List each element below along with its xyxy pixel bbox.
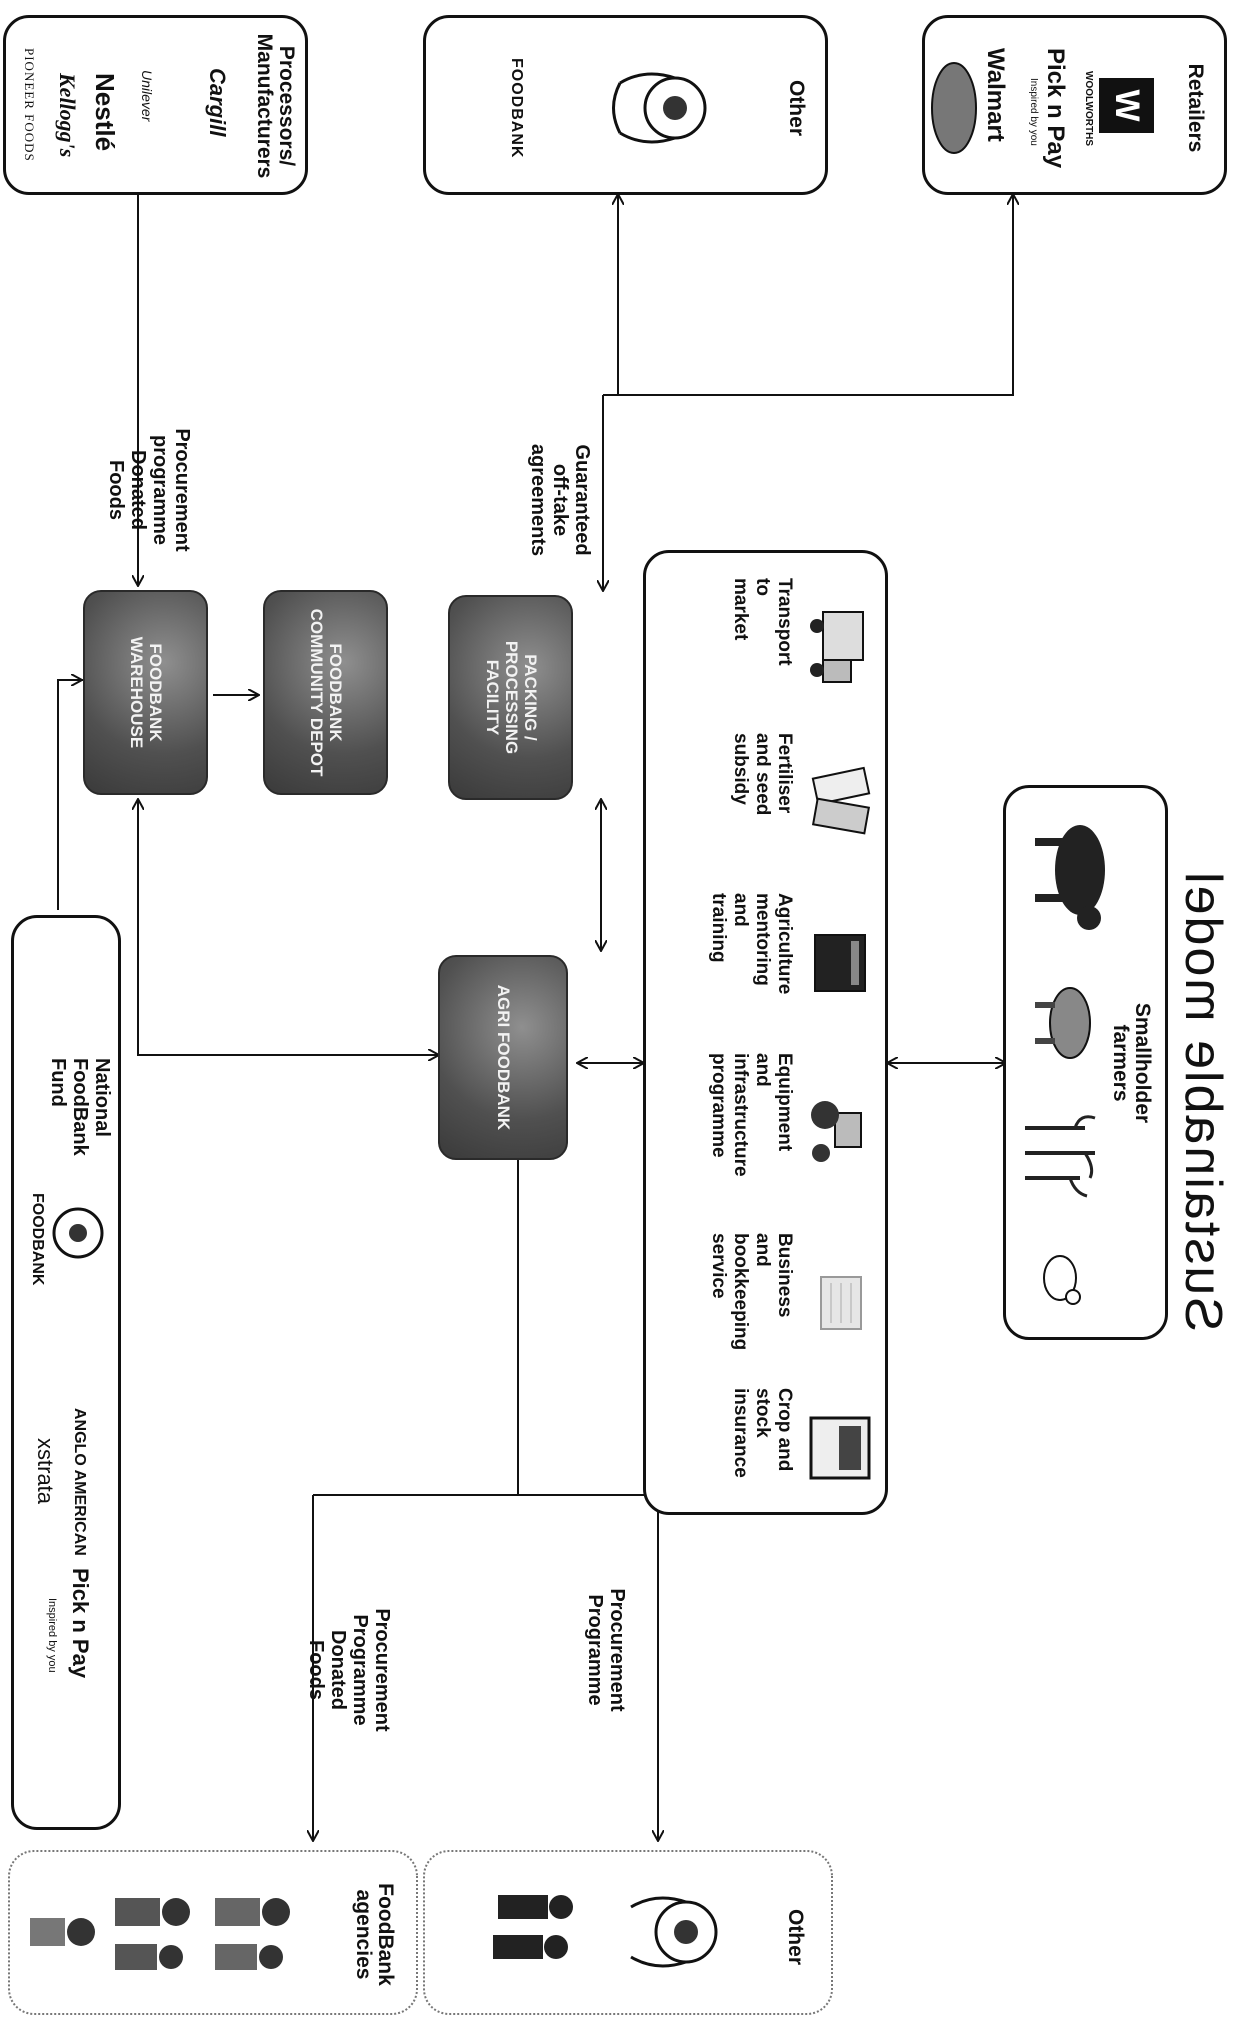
service-label-insurance: Crop and stock insurance: [730, 1388, 795, 1478]
edge-label-procurement-programme: Procurement Programme: [584, 1588, 628, 1712]
document-icon: [809, 1416, 871, 1480]
anglo-american-logo: ANGLO AMERICAN: [71, 1408, 88, 1556]
service-item: Business and bookkeeping service: [650, 1233, 875, 1383]
coat-of-arms-bottom-icon: [630, 1896, 718, 1968]
diagram-title: Sustainable model: [1174, 870, 1232, 1332]
edge-label-procurement-agencies: Procurement Programme Donated Foods: [305, 1608, 393, 1732]
woolworths-w: W: [1108, 89, 1146, 122]
foodbank-agencies-box: FoodBank agencies: [8, 1850, 418, 2015]
fund-pick-n-pay-tagline: Inspired by you: [46, 1598, 58, 1673]
hyperama-badge-icon: [931, 62, 977, 154]
fund-label: National FoodBank Fund: [47, 1058, 113, 1156]
other-bottom-box: Other: [423, 1850, 833, 2015]
other-top-label: Other: [785, 79, 808, 136]
service-item: Crop and stock insurance: [650, 1388, 875, 1513]
edge-label-offtake: Guaranteed off-take agreements: [527, 443, 593, 557]
other-bottom-label: Other: [784, 1908, 807, 1965]
service-label-agriculture: Agriculture mentoring and training: [708, 893, 795, 995]
fund-foodbank-logo: FOODBANK: [29, 1193, 46, 1286]
tractor-icon: [811, 1101, 862, 1162]
edge-label-procurement-donated: Procurement programme Donated Foods: [105, 428, 193, 552]
kelloggs-logo: Kellogg's: [55, 73, 80, 158]
pick-n-pay-logo: Pick n Pay: [1042, 48, 1069, 169]
service-item: Fertiliser and seed subsidy: [650, 733, 875, 873]
national-foodbank-fund-box: National FoodBank Fund FOODBANK ANGLO AM…: [11, 915, 121, 1830]
service-item: Agriculture mentoring and training: [650, 893, 875, 1043]
foodbank-warehouse-node: FOODBANK WAREHOUSE: [83, 590, 208, 795]
cow-icon: [1035, 825, 1105, 930]
cargill-logo: Cargill: [205, 68, 230, 137]
service-label-equipment: Equipment and infrastructure programme: [708, 1053, 795, 1177]
edge-fund-warehouse: [57, 679, 83, 910]
edge-offtake-branch: [618, 195, 1014, 396]
nestle-logo: Nestlé: [90, 73, 120, 152]
ledger-icon: [820, 1276, 862, 1330]
xstrata-logo: xstrata: [33, 1438, 58, 1505]
woolworths-logo-mark: W: [1099, 78, 1154, 133]
pioneer-foods-logo: PIONEER FOODS: [22, 48, 37, 162]
fund-pick-n-pay-logo: Pick n Pay: [68, 1568, 93, 1679]
service-label-transport: Transport to market: [730, 578, 795, 666]
service-label-fertiliser: Fertiliser and seed subsidy: [730, 733, 795, 816]
agri-foodbank-node: AGRI FOODBANK: [438, 955, 568, 1160]
truck-icon: [810, 611, 864, 683]
seed-packet-icon: [811, 766, 871, 835]
edge-agri-procurement: [517, 1160, 658, 1496]
pick-n-pay-tagline: Inspired by you: [1028, 78, 1039, 146]
people-group-icon: [493, 1895, 573, 1959]
smallholder-farmers-box: Smallholder farmers: [1003, 785, 1168, 1340]
packing-processing-facility-node: PACKING / PROCESSING FACILITY: [448, 595, 573, 800]
edge-warehouse-agri: [137, 800, 435, 1056]
service-label-business: Business and bookkeeping service: [708, 1233, 795, 1351]
other-top-box: Other FOODBANK: [423, 15, 828, 195]
woolworths-wordmark: WOOLWORTHS: [1083, 71, 1094, 146]
book-icon: [814, 934, 866, 992]
foodbank-logo-top: FOODBANK: [508, 58, 525, 159]
retailers-box: Retailers W WOOLWORTHS Pick n Pay Inspir…: [922, 15, 1227, 195]
crops-icon: [1025, 1115, 1096, 1198]
service-item: Equipment and infrastructure programme: [650, 1053, 875, 1223]
community-people-icon: [30, 1898, 290, 1970]
processors-label: Processors/ Manufacturers: [252, 33, 298, 179]
agencies-label: FoodBank agencies: [351, 1883, 397, 1986]
chicken-icon: [1043, 1255, 1081, 1305]
unilever-logo: Unilever: [139, 70, 155, 122]
service-item: Transport to market: [650, 578, 875, 718]
coat-of-arms-icon: [612, 72, 707, 144]
support-services-box: Transport to market Fertiliser and seed …: [643, 550, 888, 1515]
foodbank-emblem-icon: [52, 1207, 104, 1259]
foodbank-community-depot-node: FOODBANK COMMUNITY DEPOT: [263, 590, 388, 795]
smallholder-label: Smallholder farmers: [1108, 1002, 1154, 1124]
walmart-logo: Walmart: [982, 48, 1009, 142]
pig-icon: [1035, 987, 1091, 1059]
retailers-label: Retailers: [1184, 63, 1207, 153]
processors-box: Processors/ Manufacturers Cargill Unilev…: [3, 15, 308, 195]
